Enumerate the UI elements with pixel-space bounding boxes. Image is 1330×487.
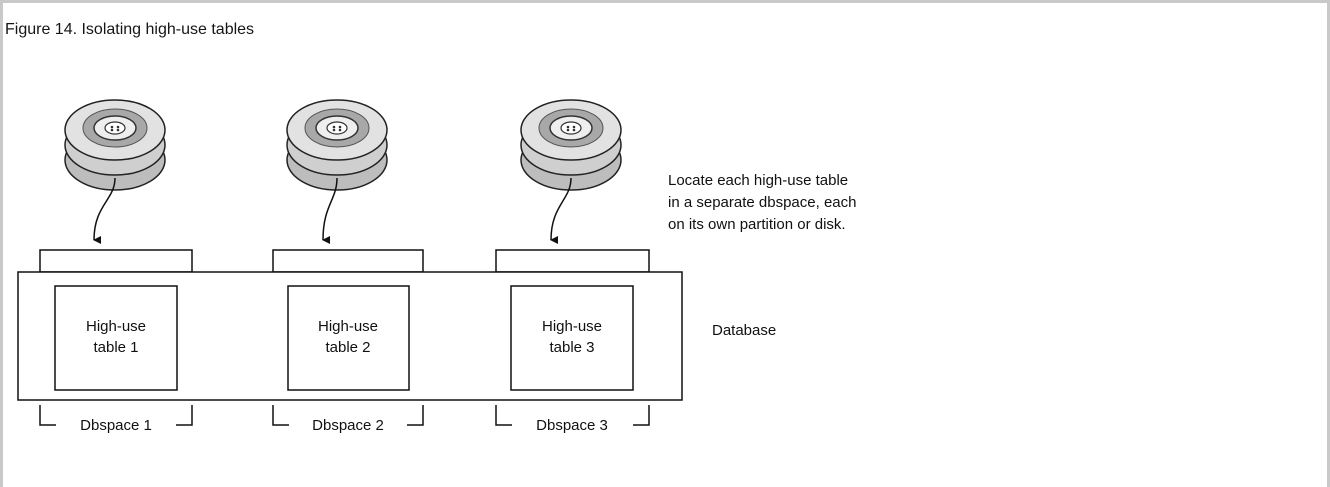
table-box-3 xyxy=(510,285,634,391)
dbspace-bracket-2 xyxy=(272,405,424,426)
note-line-3: on its own partition or disk. xyxy=(668,216,846,233)
table-label-1-line1: High-use xyxy=(86,318,146,335)
table-box-2 xyxy=(287,285,410,391)
disk-stack-icon-2 xyxy=(286,99,388,191)
table-box-1 xyxy=(54,285,178,391)
dbspace-tab-2 xyxy=(272,249,424,273)
dbspace-tab-3 xyxy=(495,249,650,273)
disk-stack-icon-1 xyxy=(64,99,166,191)
disk-stack-icon-3 xyxy=(520,99,622,191)
dbspace-bracket-3 xyxy=(495,405,650,426)
table-label-3-line1: High-use xyxy=(542,318,602,335)
dbspace-label-1: Dbspace 1 xyxy=(80,417,152,434)
table-label-2-line2: table 2 xyxy=(325,339,370,356)
arrow-disk-1 xyxy=(93,177,116,245)
dbspace-label-3: Dbspace 3 xyxy=(536,417,608,434)
dbspace-label-2: Dbspace 2 xyxy=(312,417,384,434)
dbspace-bracket-1 xyxy=(39,405,193,426)
arrow-disk-3 xyxy=(550,177,572,245)
table-label-3-line2: table 3 xyxy=(549,339,594,356)
table-label-2-line1: High-use xyxy=(318,318,378,335)
database-label: Database xyxy=(712,322,776,339)
note-line-2: in a separate dbspace, each xyxy=(668,194,856,211)
figure-caption: Figure 14. Isolating high-use tables xyxy=(5,21,255,38)
arrow-disk-2 xyxy=(322,177,338,245)
table-label-1-line2: table 1 xyxy=(93,339,138,356)
note-line-1: Locate each high-use table xyxy=(668,172,848,189)
dbspace-tab-1 xyxy=(39,249,193,273)
